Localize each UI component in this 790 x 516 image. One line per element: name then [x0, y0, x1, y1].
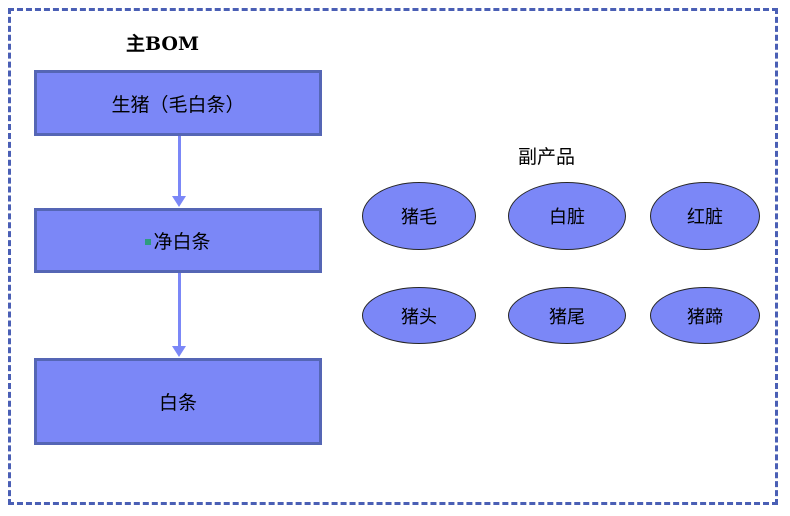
- byproduct-node[interactable]: 猪头: [362, 287, 476, 344]
- node-carcass-label: 白条: [158, 392, 197, 414]
- node-raw-pig[interactable]: 生猪（毛白条）: [34, 70, 322, 136]
- bullet-square-marker-icon: [145, 239, 152, 245]
- node-clean-carcass-label-wrap: 净白条: [145, 227, 211, 254]
- byproducts-heading: 副产品: [518, 146, 576, 168]
- main-bom-heading: 主BOM: [126, 33, 199, 55]
- arrow-shaft: [178, 273, 181, 348]
- byproduct-label: 白脏: [549, 207, 585, 228]
- node-raw-pig-label: 生猪（毛白条）: [111, 93, 245, 116]
- arrow-clean-carcass-to-carcass: [170, 273, 188, 359]
- node-carcass[interactable]: 白条: [34, 358, 322, 445]
- byproduct-label: 猪尾: [549, 306, 585, 328]
- arrow-head-icon: [172, 346, 186, 357]
- node-clean-carcass[interactable]: 净白条: [34, 208, 322, 273]
- arrow-shaft: [178, 136, 181, 198]
- byproduct-node[interactable]: 猪尾: [508, 287, 626, 344]
- byproduct-node[interactable]: 白脏: [508, 182, 626, 250]
- byproduct-label: 猪毛: [401, 207, 437, 228]
- byproduct-node[interactable]: 红脏: [650, 182, 760, 250]
- byproduct-label: 红脏: [687, 207, 723, 228]
- node-clean-carcass-label: 净白条: [153, 231, 211, 253]
- arrow-raw-pig-to-clean-carcass: [170, 136, 188, 208]
- byproduct-node[interactable]: 猪蹄: [650, 287, 760, 344]
- byproduct-label: 猪头: [401, 306, 437, 328]
- byproduct-node[interactable]: 猪毛: [362, 182, 476, 250]
- diagram-outer-frame: [8, 8, 778, 505]
- arrow-head-icon: [172, 196, 186, 207]
- byproduct-label: 猪蹄: [687, 306, 723, 328]
